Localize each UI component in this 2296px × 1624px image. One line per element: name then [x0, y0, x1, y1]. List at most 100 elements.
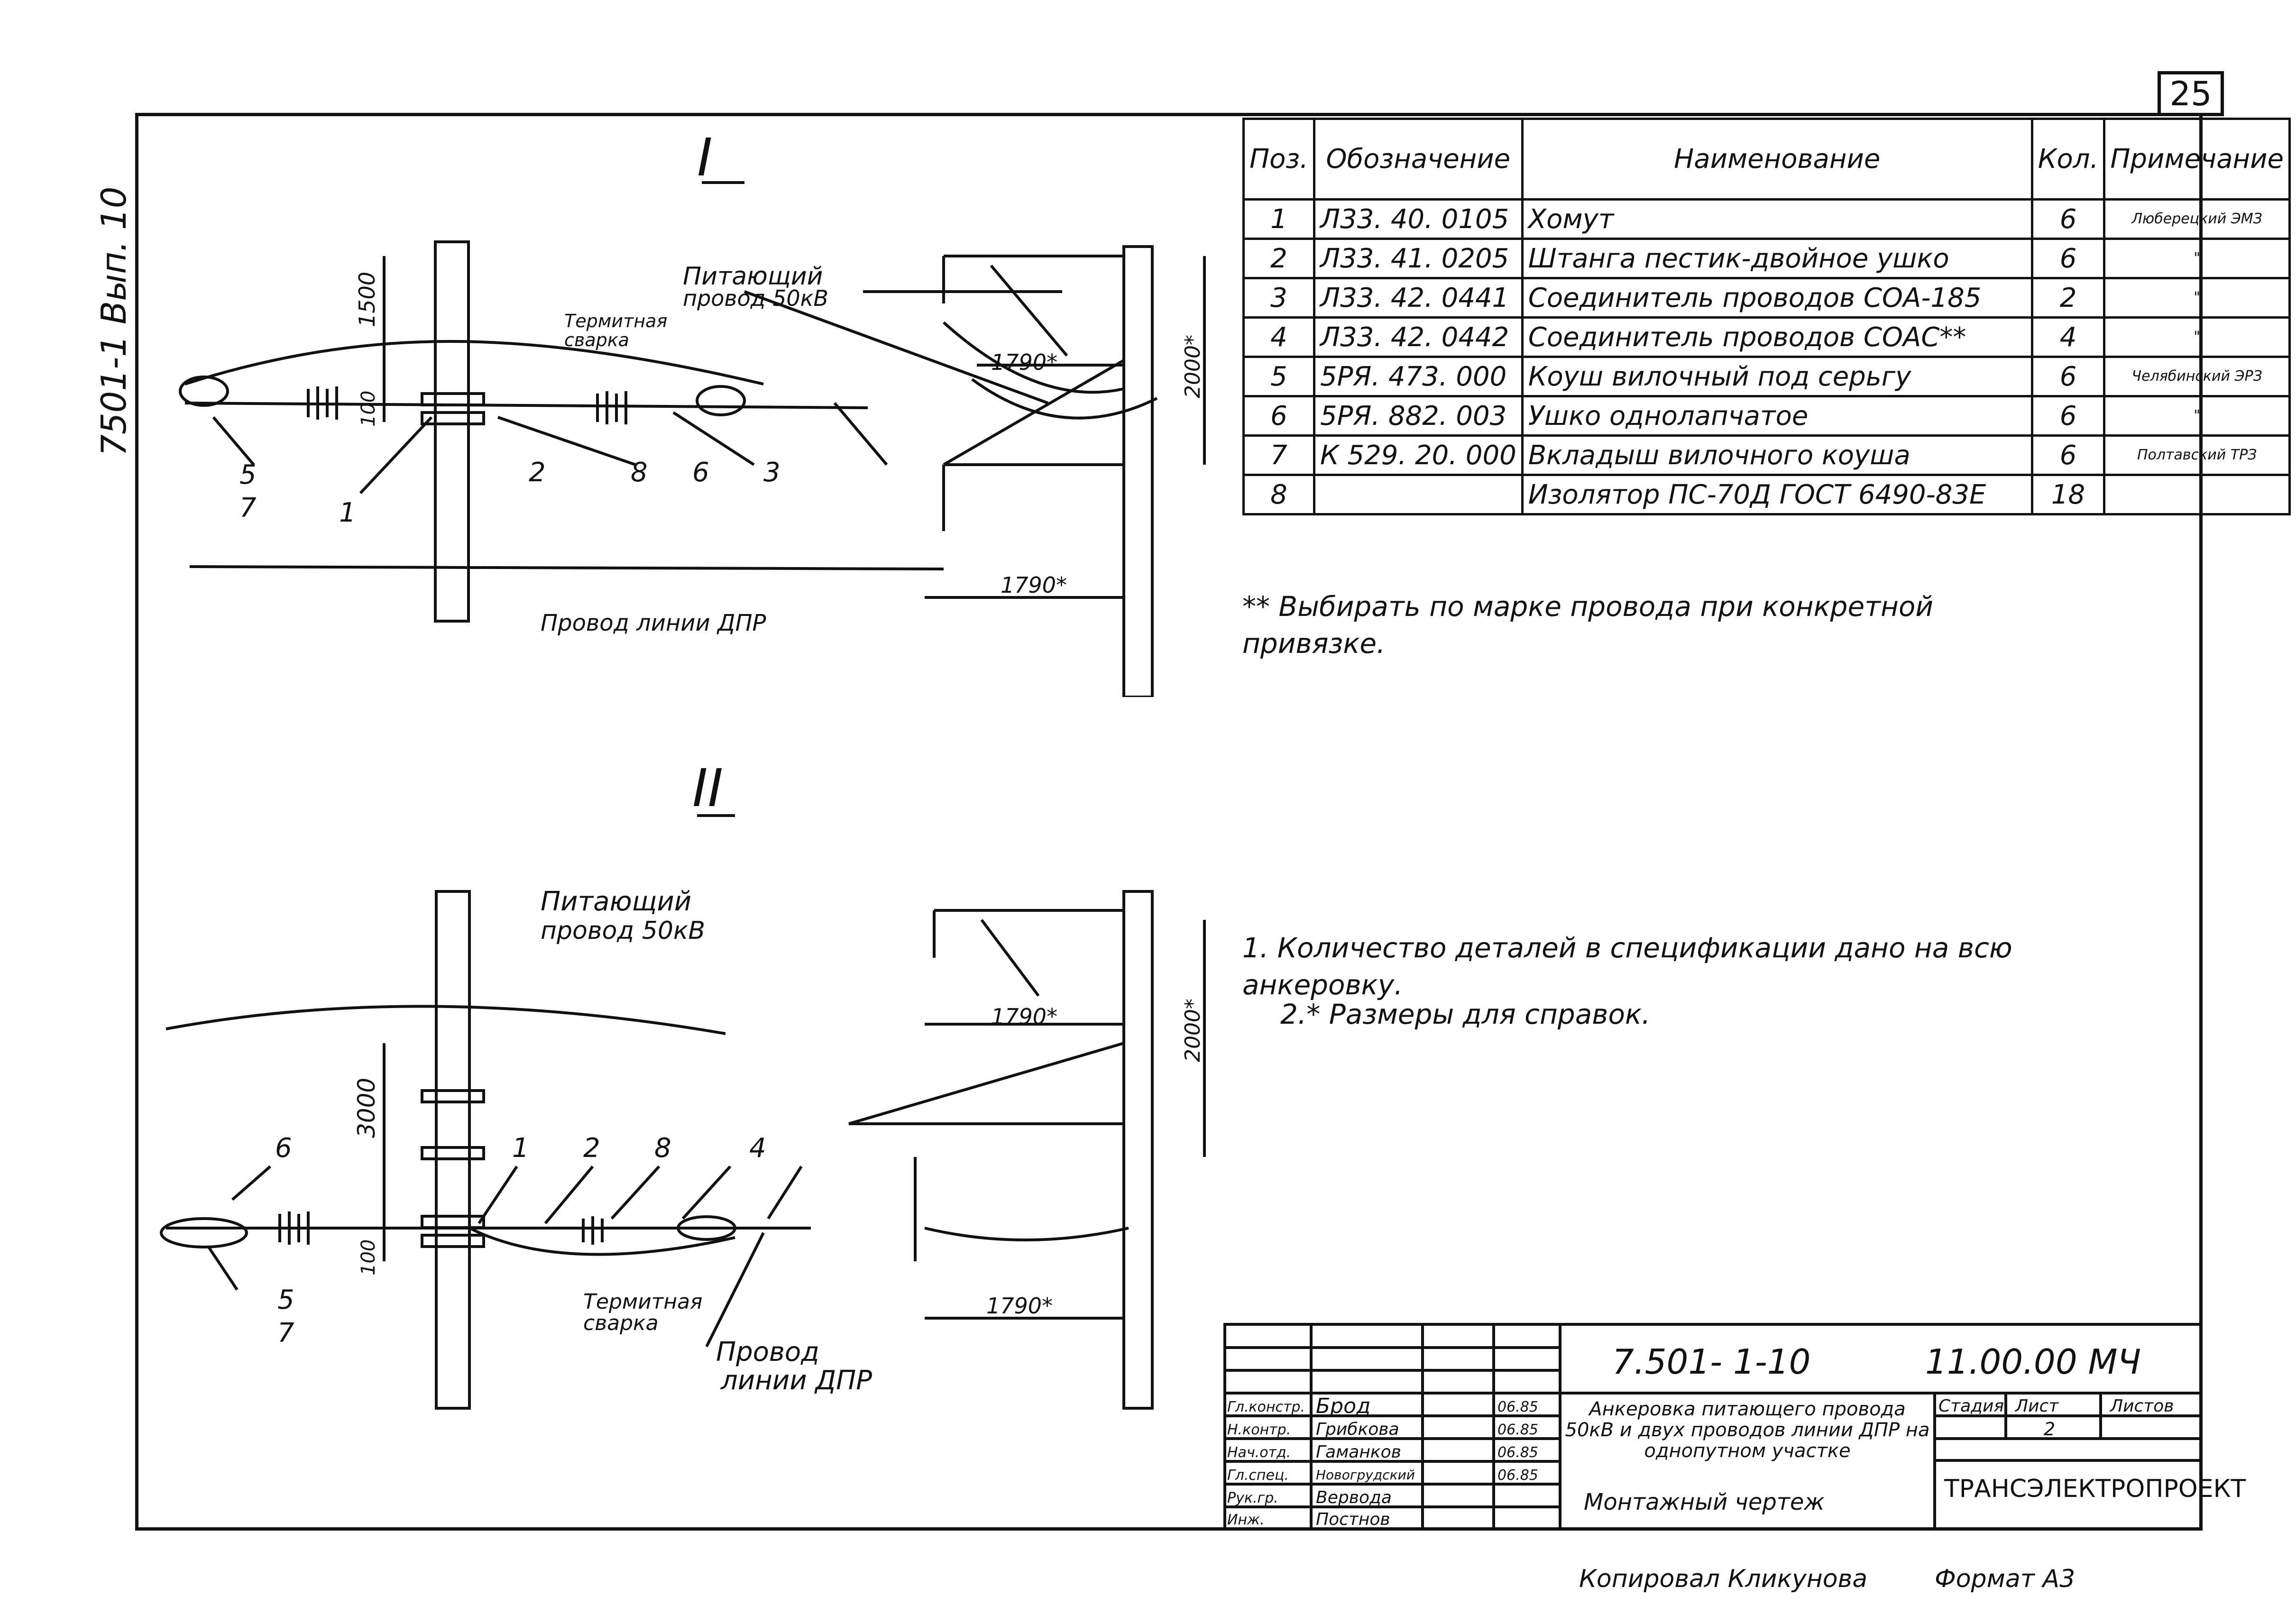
- view-2-side-pole: [1122, 890, 1154, 1410]
- table-cell: Л33. 42. 0441: [1313, 277, 1524, 319]
- table-cell: ": [2103, 277, 2291, 319]
- table-row: 3 Л33. 42. 0441 Соединитель проводов СОА…: [1242, 277, 2291, 319]
- table-row: 4 Л33. 42. 0442 Соединитель проводов СОА…: [1242, 316, 2291, 358]
- view-1-title: I: [697, 127, 712, 188]
- spec-header-designation: Обозначение: [1313, 118, 1524, 201]
- table-cell: 7: [1242, 434, 1315, 476]
- view-2-label-dpr1: Провод: [716, 1337, 819, 1367]
- view-1-drawing: I Питающий провод 50кВ Термитная сварка …: [179, 127, 1206, 697]
- signer-date: 06.85: [1497, 1444, 1538, 1461]
- signer-date: 06.85: [1497, 1422, 1538, 1438]
- view-1-dim-100: 100: [358, 391, 379, 427]
- signer-name: Постнов: [1316, 1510, 1390, 1529]
- stage-label: Стадия: [1938, 1396, 2004, 1416]
- spec-header-qty: Кол.: [2030, 118, 2106, 201]
- view-1-dpr-wire: [189, 565, 944, 570]
- footer-format: Формат А3: [1935, 1565, 2076, 1593]
- table-cell: Хомут: [1521, 198, 2033, 240]
- signer-name: Новогрудский: [1316, 1467, 1415, 1483]
- note-2: 2.* Размеры для справок.: [1280, 998, 1651, 1030]
- table-row: 2 Л33. 41. 0205 Штанга пестик-двойное уш…: [1242, 238, 2291, 279]
- view-2-pos-2: 2: [583, 1133, 600, 1164]
- view-2-pos-1: 1: [512, 1133, 529, 1164]
- table-cell: Полтавский ТРЗ: [2103, 434, 2291, 476]
- doc-code-2: 11.00.00 МЧ: [1925, 1342, 2141, 1382]
- table-cell: Л33. 41. 0205: [1313, 238, 1524, 279]
- signer-role: Нач.отд.: [1227, 1444, 1291, 1461]
- table-cell: К 529. 20. 000: [1313, 434, 1524, 476]
- table-cell: 1: [1242, 198, 1315, 240]
- view-2-insulator-string-right: [582, 1216, 604, 1245]
- view-2-label-thermit1: Термитная: [583, 1290, 703, 1314]
- signer-role: Гл.спец.: [1227, 1467, 1289, 1484]
- table-cell: Челябинский ЭРЗ: [2103, 356, 2291, 397]
- view-1-label-feeder2: провод 50кВ: [683, 285, 828, 311]
- spec-header-row: Поз. Обозначение Наименование Кол. Приме…: [1242, 118, 2291, 201]
- view-2-left-loop: [160, 1217, 248, 1248]
- signer-role: Н.контр.: [1227, 1422, 1291, 1438]
- view-1-dim-1790b: 1790*: [1001, 572, 1067, 598]
- table-cell: Ушко однолапчатое: [1521, 395, 2033, 437]
- drawing-frame: [135, 113, 2203, 1531]
- view-1-pole: [434, 240, 470, 623]
- view-2-label-thermit2: сварка: [583, 1311, 659, 1335]
- table-cell: 6: [2030, 395, 2106, 437]
- table-cell: [2103, 474, 2291, 515]
- view-2-pos-8: 8: [654, 1133, 671, 1164]
- view-1-label-thermit2: сварка: [564, 330, 629, 350]
- page-number: 25: [2158, 71, 2224, 116]
- table-cell: 6: [2030, 356, 2106, 397]
- view-2-pos-7: 7: [277, 1318, 294, 1349]
- table-cell: 3: [1242, 277, 1315, 319]
- table-cell: Соединитель проводов СОАС**: [1521, 316, 2033, 358]
- table-row: 7 К 529. 20. 000 Вкладыш вилочного коуша…: [1242, 434, 2291, 476]
- view-1-insulator-string-right: [596, 391, 627, 424]
- view-2-thermit-loop: [468, 1227, 735, 1256]
- view-2-dim-1790b: 1790*: [986, 1293, 1053, 1319]
- table-cell: 5: [1242, 356, 1315, 397]
- doc-code: 7.501- 1-10: [1612, 1342, 1811, 1382]
- signer-role: Рук.гр.: [1227, 1490, 1278, 1506]
- view-2-dim-3000: 3000: [353, 1078, 380, 1138]
- doc-subtitle: Монтажный чертеж: [1584, 1489, 1825, 1515]
- view-1-label-thermit1: Термитная: [564, 311, 667, 331]
- view-2-feeder-wire: [165, 1005, 726, 1035]
- spec-header-name: Наименование: [1521, 118, 2033, 201]
- view-2-pos-4: 4: [749, 1133, 766, 1164]
- view-1-label-feeder: Питающий: [683, 262, 823, 291]
- sheet-value: 2: [2044, 1419, 2056, 1440]
- table-cell: ": [2103, 316, 2291, 358]
- title-block: 7.501- 1-10 11.00.00 МЧ Анкеровка питающ…: [1223, 1323, 2246, 1531]
- view-1-dim-1790a: 1790*: [991, 349, 1057, 375]
- table-cell: 6: [2030, 198, 2106, 240]
- footer-copied: Копировал Кликунова: [1579, 1565, 1868, 1593]
- table-cell: Л33. 40. 0105: [1313, 198, 1524, 240]
- signer-name: Грибкова: [1316, 1420, 1399, 1439]
- signer-role: Гл.констр.: [1227, 1399, 1305, 1415]
- sheet-label: Лист: [2015, 1396, 2059, 1416]
- note-star: ** Выбирать по марке провода при конкрет…: [1242, 590, 1934, 660]
- view-1-pos-5: 5: [239, 459, 257, 490]
- view-1-main-wire: [184, 402, 868, 409]
- table-cell: Л33. 42. 0442: [1313, 316, 1524, 358]
- table-cell: 2: [2030, 277, 2106, 319]
- table-row: 8 Изолятор ПС-70Д ГОСТ 6490-83Е 18: [1242, 474, 2291, 515]
- view-2-label-feeder2: провод 50кВ: [541, 917, 705, 945]
- view-2-dim-2000: 2000*: [1181, 999, 1205, 1062]
- view-2-label-feeder: Питающий: [541, 886, 691, 917]
- table-cell: 6: [1242, 395, 1315, 437]
- table-cell: 5РЯ. 473. 000: [1313, 356, 1524, 397]
- view-2-pole: [435, 890, 471, 1410]
- table-cell: [1313, 474, 1524, 515]
- view-1-dim-1500: 1500: [354, 272, 380, 327]
- signer-date: 06.85: [1497, 1399, 1538, 1415]
- view-1-side-pole: [1122, 245, 1154, 697]
- view-1-label-dpr: Провод линии ДПР: [541, 610, 766, 636]
- table-cell: 4: [2030, 316, 2106, 358]
- specification-table: Поз. Обозначение Наименование Кол. Приме…: [1242, 118, 2291, 515]
- view-1-feeder-wire: [184, 339, 764, 385]
- view-2-title: II: [692, 758, 723, 818]
- view-2-drawing: II Питающий провод 50кВ Термитная сварка…: [160, 758, 1206, 1410]
- view-2-insulator-string-left: [278, 1211, 310, 1245]
- table-cell: Вкладыш вилочного коуша: [1521, 434, 2033, 476]
